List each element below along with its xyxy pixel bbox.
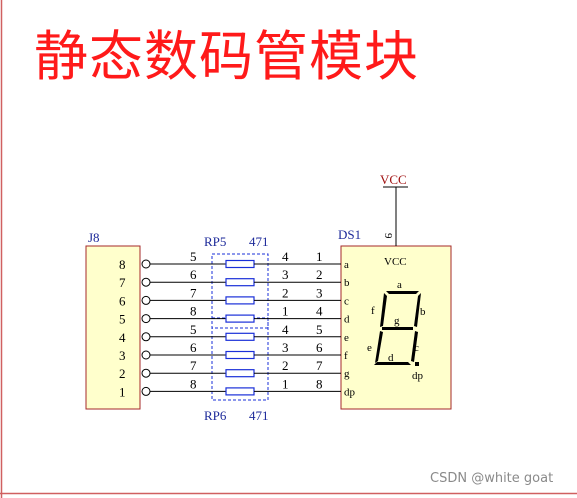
connector-pin-circle-4 — [141, 314, 151, 324]
segment-c — [411, 331, 418, 362]
display-pin-1: 1 — [316, 249, 323, 264]
resistor-left-pin-5: 5 — [190, 322, 197, 337]
connector-pin-circle-7 — [141, 368, 151, 378]
display-segment-3: c — [344, 295, 349, 307]
connector-pin-5: 4 — [119, 330, 126, 345]
watermark: CSDN @white goat — [430, 471, 554, 486]
display-segment-6: f — [344, 350, 348, 362]
resistor-right-pin-6: 3 — [282, 340, 289, 355]
segment-label-g: g — [394, 315, 400, 327]
segment-label-dp: dp — [412, 370, 424, 382]
segment-dp — [415, 362, 419, 366]
display-pin-6: 6 — [316, 340, 323, 355]
connector-pin-2: 7 — [119, 275, 126, 290]
connector-pin-circle-5 — [141, 332, 151, 342]
vcc-label: VCC — [380, 172, 407, 187]
rp5-package-outline — [211, 253, 269, 329]
resistor-left-pin-1: 5 — [190, 249, 197, 264]
seven-segment-glyph: a b c d e f g dp — [367, 279, 426, 382]
resistor-right-pin-4: 1 — [282, 304, 289, 319]
resistor-left-pin-3: 7 — [190, 285, 197, 300]
connector-pin-1: 8 — [119, 257, 126, 272]
connector-j8-body — [85, 245, 141, 410]
resistor-2 — [225, 278, 255, 287]
resistor-right-pin-2: 3 — [282, 267, 289, 282]
resistor-right-pin-5: 4 — [282, 322, 289, 337]
segment-b — [414, 293, 421, 327]
resistor-right-pin-7: 2 — [282, 358, 289, 373]
display-vcc-text: VCC — [384, 256, 407, 268]
segment-label-c: c — [414, 342, 419, 354]
connector-pin-7: 2 — [119, 366, 126, 381]
resistor-right-pin-1: 4 — [282, 249, 289, 264]
connector-pin-circle-2 — [141, 277, 151, 287]
resistor-1 — [225, 259, 255, 269]
resistor-7 — [225, 369, 255, 378]
segment-label-d: d — [388, 352, 394, 364]
connector-pin-4: 5 — [119, 312, 126, 327]
vcc-pin-number: 9 — [382, 233, 394, 239]
segment-f — [380, 293, 387, 327]
resistor-left-pin-2: 6 — [190, 267, 197, 282]
connector-pin-circle-1 — [141, 259, 151, 269]
connector-pin-3: 6 — [119, 293, 126, 308]
connector-j8-ref: J8 — [88, 230, 100, 245]
display-segment-8: dp — [344, 386, 356, 398]
display-pin-5: 5 — [316, 322, 323, 337]
display-pin-2: 2 — [316, 267, 323, 282]
resistor-right-pin-3: 2 — [282, 285, 289, 300]
rp6-ref: RP6 — [204, 408, 227, 423]
display-segment-4: d — [344, 314, 350, 326]
resistor-5 — [225, 332, 255, 341]
segment-label-e: e — [367, 342, 372, 354]
rp5-value: 471 — [249, 234, 269, 249]
connector-pin-6: 3 — [119, 348, 126, 363]
display-pin-7: 7 — [316, 358, 323, 373]
segment-d — [374, 362, 411, 365]
display-segment-5: e — [344, 332, 349, 344]
display-segment-1: a — [344, 259, 349, 271]
display-segment-7: g — [344, 368, 350, 380]
resistor-right-pin-8: 1 — [282, 376, 289, 391]
segment-label-a: a — [397, 279, 402, 291]
display-pin-8: 8 — [316, 376, 323, 391]
resistor-6 — [225, 350, 255, 360]
resistor-left-pin-7: 7 — [190, 358, 197, 373]
connector-pin-circle-3 — [141, 295, 151, 305]
connector-pin-circle-8 — [141, 386, 151, 396]
page-title: 静态数码管模块 — [34, 25, 419, 88]
display-pin-3: 3 — [316, 285, 323, 300]
rp6-value: 471 — [249, 408, 269, 423]
resistor-left-pin-6: 6 — [190, 340, 197, 355]
segment-label-b: b — [420, 306, 426, 318]
rp5-ref: RP5 — [204, 234, 226, 249]
segment-e — [375, 331, 383, 363]
resistor-left-pin-8: 8 — [190, 376, 197, 391]
display-pin-4: 4 — [316, 304, 323, 319]
resistor-4 — [225, 314, 255, 323]
resistor-3 — [225, 296, 255, 305]
segment-a — [386, 291, 419, 294]
display-ds1-ref: DS1 — [338, 227, 361, 242]
wire-rows: 8 5 4 1 a 7 6 3 2 b 6 7 2 3 c 5 8 1 4 d 4 5 4 5 e 3 6 3 6 f 2 7 2 7 g 1 8 1 8 d… — [119, 249, 356, 399]
resistor-left-pin-4: 8 — [190, 304, 197, 319]
display-segment-2: b — [344, 277, 350, 289]
connector-pin-8: 1 — [119, 384, 126, 399]
segment-g — [382, 327, 413, 330]
segment-label-f: f — [371, 305, 375, 317]
connector-pin-circle-6 — [141, 350, 151, 360]
resistor-8 — [225, 387, 255, 396]
